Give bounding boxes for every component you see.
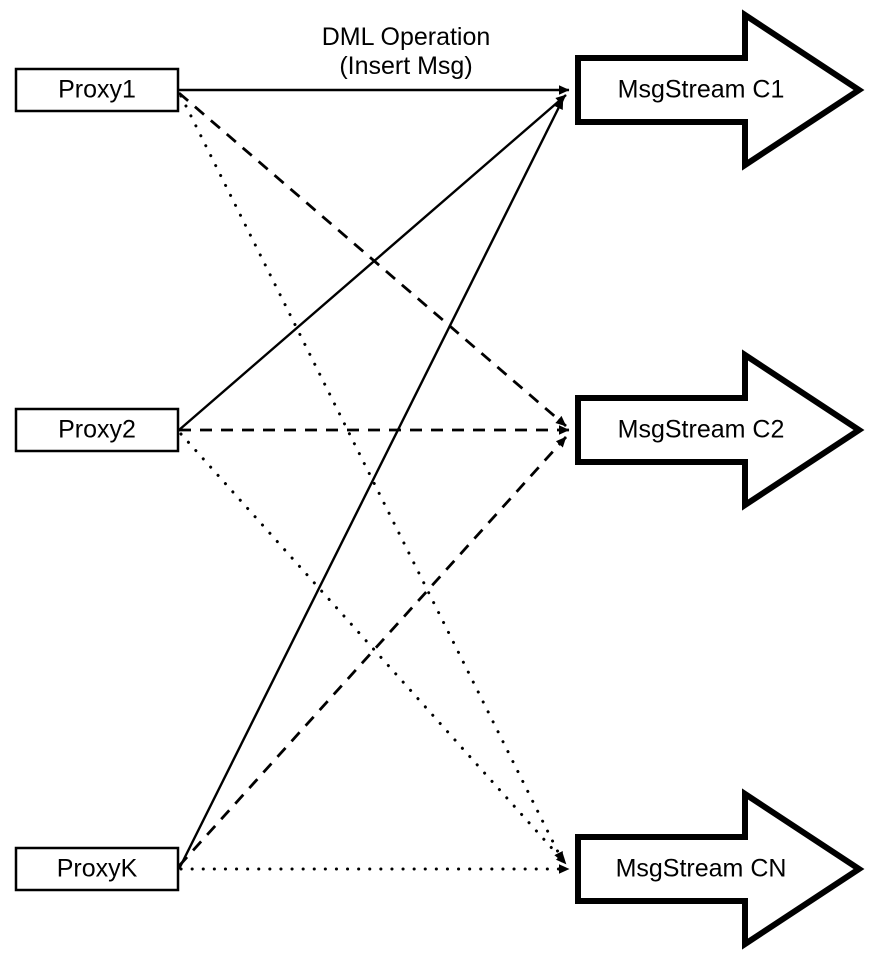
msgstream-c2-label: MsgStream C2 (618, 416, 785, 444)
proxy2-label: Proxy2 (58, 416, 136, 444)
edge-proxy2-to-cn (179, 432, 568, 866)
proxyk-label: ProxyK (57, 855, 138, 883)
msgstream-node-c2[interactable]: MsgStream C2 (575, 349, 865, 511)
msgstream-cn-label: MsgStream CN (616, 855, 787, 883)
proxy2-box[interactable] (14, 407, 180, 453)
msgstream-node-c1[interactable]: MsgStream C1 (575, 9, 865, 171)
proxy-node-proxyk[interactable]: ProxyK (14, 846, 180, 892)
proxy-node-proxy2[interactable]: Proxy2 (14, 407, 180, 453)
edge-group-dotted (179, 94, 571, 874)
dml-operation-label-line2: (Insert Msg) (339, 52, 472, 80)
proxyk-box[interactable] (14, 846, 180, 892)
edge-group-dashed (177, 91, 570, 867)
edge-proxy2-to-c1 (178, 94, 567, 431)
dml-operation-label: DML Operation (Insert Msg) (322, 23, 491, 80)
edge-proxy1-to-cn (179, 94, 565, 864)
msgstream-cn-arrow-shape[interactable] (575, 788, 865, 950)
proxy1-label: Proxy1 (58, 76, 136, 104)
msgstream-c1-arrow-shape[interactable] (575, 9, 865, 171)
msgstream-c1-label: MsgStream C1 (618, 76, 785, 104)
msgstream-node-cn[interactable]: MsgStream CN (575, 788, 865, 950)
edge-proxyk-to-c2 (177, 436, 568, 867)
edge-proxyk-to-c1 (177, 98, 565, 870)
proxy-node-proxy1[interactable]: Proxy1 (14, 67, 180, 113)
proxy1-box[interactable] (14, 67, 180, 113)
dml-operation-label-line1: DML Operation (322, 23, 491, 51)
edge-proxy1-to-c2 (178, 91, 567, 428)
msgstream-c2-arrow-shape[interactable] (575, 349, 865, 511)
edge-group-solid (177, 85, 570, 870)
